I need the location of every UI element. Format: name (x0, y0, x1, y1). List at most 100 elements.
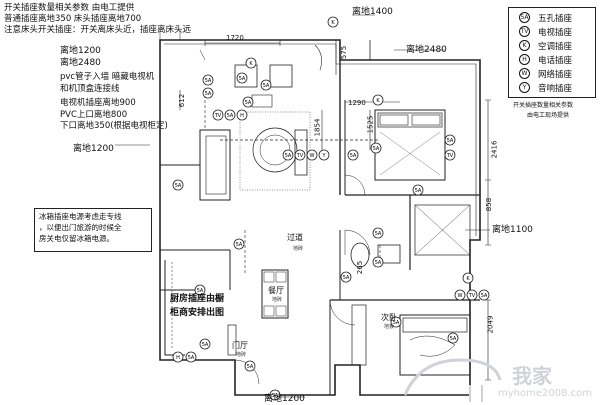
dimension-label: 2416 (490, 140, 499, 159)
legend-label: 五孔插座 (538, 13, 573, 24)
room-label-dining: 餐厅 (268, 286, 284, 295)
svg-text:W: W (310, 153, 315, 159)
svg-text:5A: 5A (197, 288, 204, 294)
label-height-2480-right: 离地2480 (406, 45, 447, 55)
phone-socket-icon: H (519, 54, 530, 65)
svg-text:5A: 5A (205, 91, 212, 97)
socket-5a-icon: 5A (244, 360, 256, 372)
svg-text:5A: 5A (415, 188, 422, 194)
svg-text:5A: 5A (450, 336, 457, 342)
legend-caption-1: 开关插座数量相关参数 (513, 102, 574, 109)
note-tv-1: pvc管子入墙 暗藏电视机 (60, 72, 155, 82)
legend-label: 音响插座 (538, 83, 573, 94)
dimension-label: 858 (485, 197, 494, 212)
socket-5a-icon: 5A (412, 184, 424, 196)
network-socket-icon: W (519, 68, 530, 79)
legend-row: TV 电视插座 (519, 25, 572, 38)
watermark-logo-icon (403, 358, 502, 396)
socket-k-icon: K (327, 16, 339, 28)
dimension-label: 1854 (313, 118, 322, 137)
legend: 5A 五孔插座 TV 电视插座 K 空调插座 H 电话插座 W 网络插座 Y 音… (508, 7, 596, 98)
socket-5a-icon: 5A (260, 79, 272, 91)
dimension-label: 265 (356, 260, 365, 275)
socket-5a-icon: 5A (370, 142, 382, 154)
fridge-note-line: ，以便出门旅游的时候全 (39, 223, 122, 232)
ac-socket-icon: K (519, 40, 530, 51)
socket-5a-icon: 5A (372, 227, 384, 239)
label-height-1100: 离地1100 (492, 225, 533, 235)
note-params-3: 注意床头开关插座：开关离床头近，插座离床头远 (4, 25, 192, 35)
room-label-corridor: 过道 (287, 233, 303, 242)
socket-5a-icon: 5A (444, 134, 456, 146)
socket-5a-icon: 5A (478, 289, 490, 301)
note-tv-5: 下口离地350(根据电视柜定) (60, 121, 168, 131)
socket-5a-icon: 5A (390, 316, 402, 328)
svg-text:5A: 5A (188, 355, 195, 361)
kitchen-note-line-2: 柜商安排出图 (170, 308, 225, 318)
note-tv-4: PVC上口离地800 (60, 110, 128, 120)
svg-text:5A: 5A (175, 183, 182, 189)
svg-text:5A: 5A (373, 146, 380, 152)
legend-row: H 电话插座 (519, 53, 572, 66)
socket-5a-icon: 5A (194, 284, 206, 296)
socket-k-icon: K (462, 272, 474, 284)
watermark-brand: 我家 (512, 364, 552, 388)
dimension-label: 1720 (226, 34, 244, 42)
svg-text:TV: TV (214, 113, 222, 119)
label-height-1200-left: 离地1200 (73, 144, 114, 154)
legend-label: 电话插座 (538, 55, 573, 66)
fridge-note-line: 冰箱插座电源考虑走专线 (39, 212, 122, 221)
dimension-label: 575 (340, 45, 349, 60)
socket-h-icon: H (172, 351, 184, 363)
svg-text:5A: 5A (350, 153, 357, 159)
note-params-1: 开关插座数量相关参数 由电工提供 (4, 3, 135, 13)
socket-h-icon: H (236, 109, 248, 121)
svg-text:5A: 5A (205, 78, 212, 84)
socket-5a-icon: 5A (347, 149, 359, 161)
socket-5a-icon: 5A (242, 96, 254, 108)
legend-row: K 空调插座 (519, 39, 572, 52)
fridge-power-note: 冰箱插座电源考虑走专线 ，以便出门旅游的时候全 房关电仅留冰箱电源。 (34, 208, 152, 252)
fridge-note-line: 房关电仅留冰箱电源。 (39, 234, 114, 243)
svg-text:H: H (240, 113, 244, 119)
svg-text:TV: TV (468, 293, 476, 299)
label-height-1400: 离地1400 (352, 7, 393, 17)
svg-text:TV: TV (446, 153, 454, 159)
socket-5a-icon: 5A (224, 109, 236, 121)
svg-text:5A: 5A (272, 393, 279, 399)
svg-text:5A: 5A (227, 113, 234, 119)
label-height-1200-top: 离地1200 (60, 46, 101, 56)
socket-5a-icon: 5A (202, 87, 214, 99)
dimension-label: 1525 (366, 115, 375, 134)
svg-text:K: K (331, 20, 335, 26)
svg-text:W: W (458, 293, 463, 299)
svg-text:5A: 5A (263, 83, 270, 89)
note-tv-2: 和机顶盒连接线 (60, 84, 120, 94)
legend-label: 网络插座 (538, 69, 573, 80)
svg-text:5A: 5A (447, 138, 454, 144)
socket-tv-icon: TV (466, 289, 478, 301)
dimension-label: 612 (178, 93, 187, 108)
tv-socket-icon: TV (519, 26, 530, 37)
socket-k-icon: K (245, 57, 257, 69)
svg-text:5A: 5A (247, 364, 254, 370)
socket-k-icon: K (372, 94, 384, 106)
room-label-bedroom: 次卧 (381, 313, 397, 322)
svg-text:5A: 5A (285, 153, 292, 159)
socket-5a-icon: 5A (172, 179, 184, 191)
socket-5a-icon: 5A (236, 72, 248, 84)
legend-row: Y 音响插座 (519, 81, 572, 94)
room-floor-dining: 地砖 (272, 297, 283, 303)
socket-5a-icon: 5A (185, 351, 197, 363)
socket-5a-icon: 5A (372, 256, 384, 268)
socket-5a-icon: 5A (269, 389, 281, 401)
room-floor-bedroom: 地板 (384, 324, 395, 330)
svg-text:5A: 5A (245, 100, 252, 106)
note-tv-3: 电视机插座离地900 (60, 98, 136, 108)
svg-text:K: K (466, 276, 470, 282)
audio-socket-icon: Y (519, 82, 530, 93)
legend-row: W 网络插座 (519, 67, 572, 80)
svg-text:5A: 5A (239, 76, 246, 82)
svg-text:H: H (176, 355, 180, 361)
